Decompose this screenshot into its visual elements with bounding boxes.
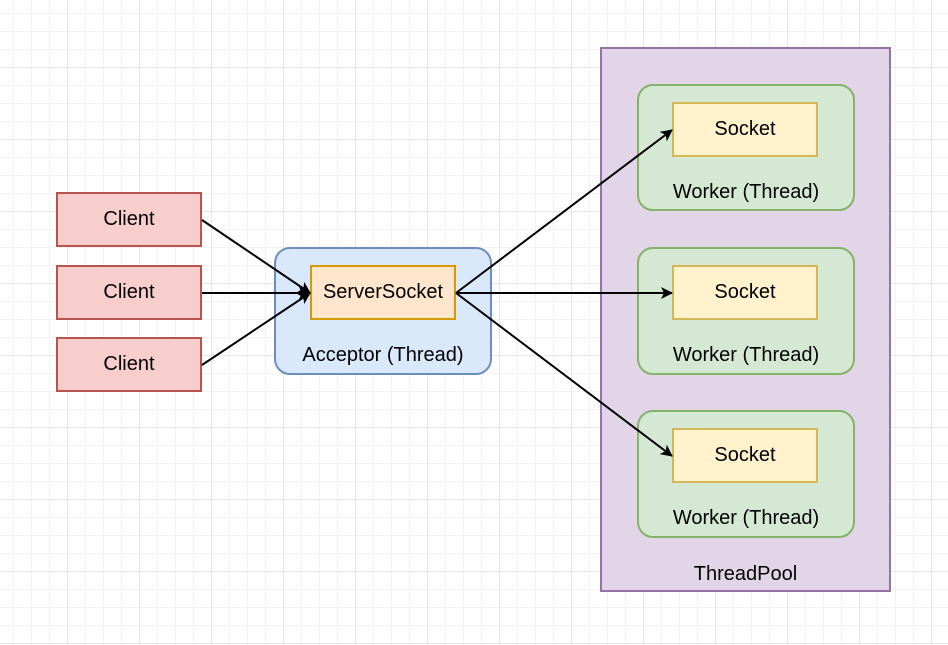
server-socket-label: ServerSocket bbox=[322, 281, 444, 303]
socket-label: Socket bbox=[714, 444, 776, 466]
acceptor-label: Acceptor (Thread) bbox=[302, 344, 464, 366]
worker-label: Worker (Thread) bbox=[672, 181, 820, 203]
client-node-3[interactable]: Client bbox=[56, 337, 202, 392]
server-socket-node[interactable]: ServerSocket bbox=[310, 265, 456, 320]
client-label: Client bbox=[103, 208, 155, 230]
thread-pool-label: ThreadPool bbox=[693, 563, 798, 585]
client-label: Client bbox=[103, 353, 155, 375]
worker-label: Worker (Thread) bbox=[672, 344, 820, 366]
socket-node-1[interactable]: Socket bbox=[672, 102, 818, 157]
client-label: Client bbox=[103, 281, 155, 303]
socket-label: Socket bbox=[714, 118, 776, 140]
socket-node-3[interactable]: Socket bbox=[672, 428, 818, 483]
client-node-2[interactable]: Client bbox=[56, 265, 202, 320]
worker-label: Worker (Thread) bbox=[672, 507, 820, 529]
socket-label: Socket bbox=[714, 281, 776, 303]
socket-node-2[interactable]: Socket bbox=[672, 265, 818, 320]
client-node-1[interactable]: Client bbox=[56, 192, 202, 247]
